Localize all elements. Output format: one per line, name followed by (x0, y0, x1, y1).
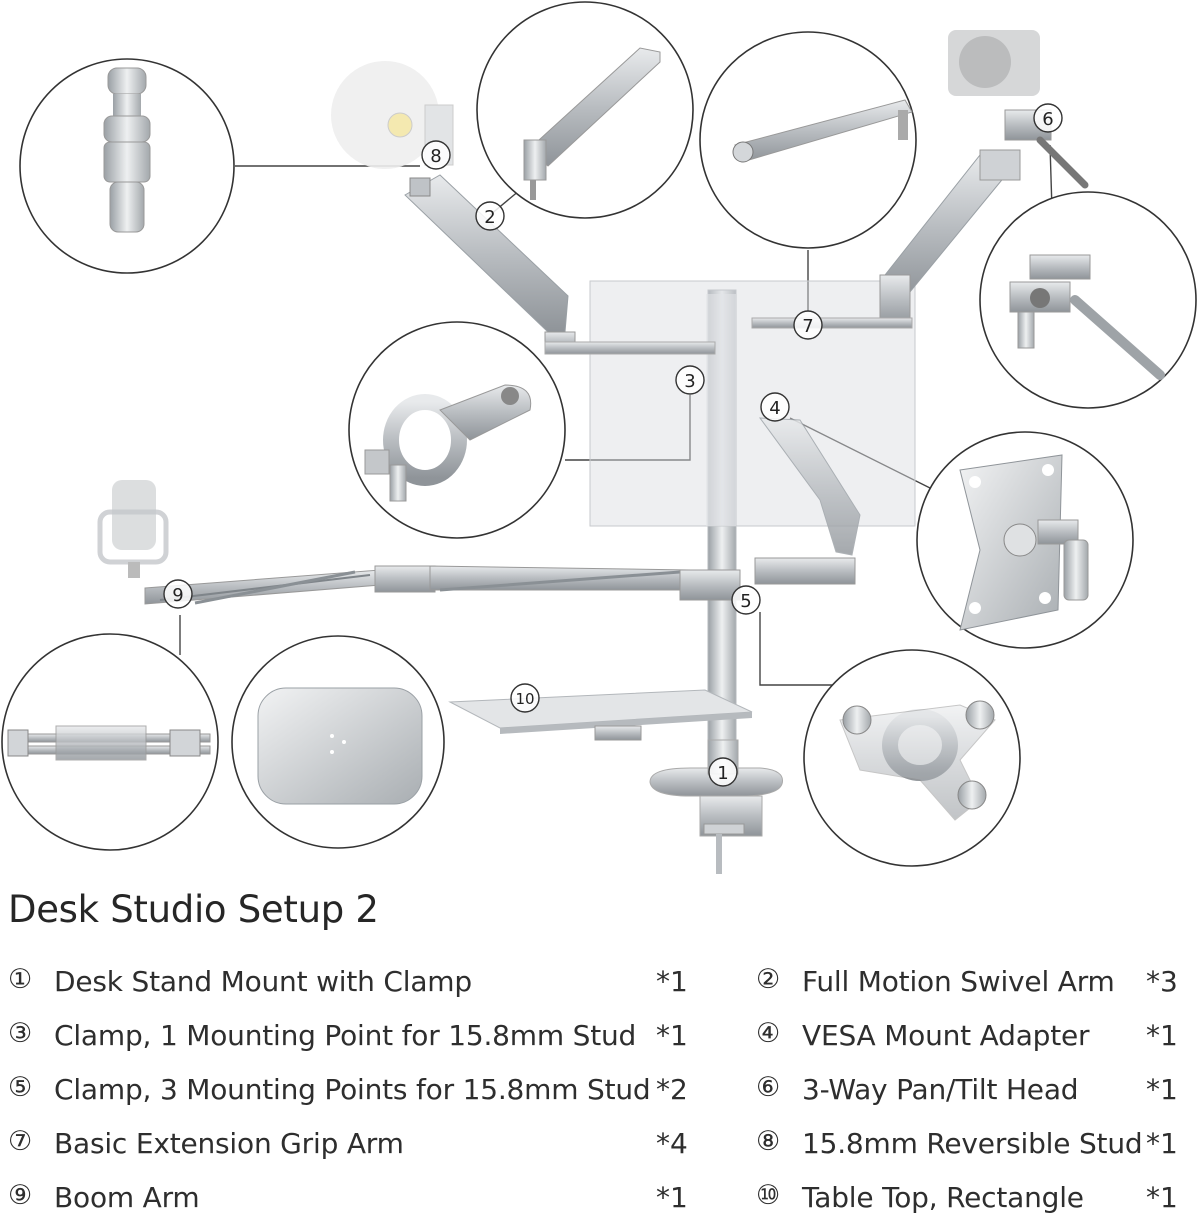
part-quantity: *1 (656, 965, 688, 998)
parts-list-item: ⑥ 3-Way Pan/Tilt Head *1 (756, 1070, 1186, 1110)
callout-2-label: 2 (484, 207, 495, 228)
callout-6: 6 (1033, 103, 1063, 133)
part-name: 15.8mm Reversible Stud (802, 1127, 1143, 1160)
part-name: Basic Extension Grip Arm (54, 1127, 404, 1160)
boom-arm (97, 480, 741, 605)
part-number: ④ (756, 1018, 781, 1049)
callout-9-label: 9 (172, 585, 183, 606)
part-quantity: *1 (1146, 1181, 1178, 1214)
parts-list-item: ③ Clamp, 1 Mounting Point for 15.8mm Stu… (8, 1016, 698, 1056)
parts-list-item: ⑦ Basic Extension Grip Arm *4 (8, 1124, 698, 1164)
part-name: VESA Mount Adapter (802, 1019, 1090, 1052)
part-quantity: *1 (1146, 1127, 1178, 1160)
part-name: Full Motion Swivel Arm (802, 965, 1115, 998)
callout-7: 7 (793, 310, 823, 340)
detail-circle-table-top (231, 635, 445, 849)
parts-list-item: ⑨ Boom Arm *1 (8, 1178, 698, 1218)
product-diagram: 1 2 3 4 5 6 7 8 9 10 (1, 1, 1197, 874)
callout-10-label: 10 (515, 690, 534, 708)
part-quantity: *1 (1146, 1019, 1178, 1052)
detail-circle-extension-arm (699, 31, 917, 249)
part-number: ③ (8, 1018, 33, 1049)
detail-circle-single-clamp (348, 321, 566, 539)
callout-markers: 1 2 3 4 5 6 7 8 9 10 (163, 103, 1063, 787)
callout-4-label: 4 (769, 398, 780, 419)
monitor-arm (754, 417, 861, 585)
callout-2: 2 (475, 201, 505, 231)
parts-list-item: ② Full Motion Swivel Arm *3 (756, 962, 1186, 1002)
part-name: Boom Arm (54, 1181, 200, 1214)
part-number: ⑩ (756, 1180, 781, 1211)
right-swivel-arm (751, 30, 1089, 329)
parts-list-item: ④ VESA Mount Adapter *1 (756, 1016, 1186, 1056)
part-quantity: *4 (656, 1127, 688, 1160)
part-number: ⑨ (8, 1180, 33, 1211)
part-number: ⑥ (756, 1072, 781, 1103)
parts-list-item: ① Desk Stand Mount with Clamp *1 (8, 962, 698, 1002)
parts-list-item: ⑤ Clamp, 3 Mounting Points for 15.8mm St… (8, 1070, 698, 1110)
part-name: Desk Stand Mount with Clamp (54, 965, 472, 998)
detail-circle-swivel-arm (476, 1, 694, 219)
parts-list-item: ⑩ Table Top, Rectangle *1 (756, 1178, 1186, 1218)
callout-10: 10 (510, 683, 540, 713)
callout-3: 3 (675, 365, 705, 395)
part-number: ⑦ (8, 1126, 33, 1157)
detail-circle-pan-tilt-head (979, 191, 1197, 409)
part-quantity: *2 (656, 1073, 688, 1106)
table-top-tray (448, 689, 753, 741)
part-quantity: *1 (656, 1181, 688, 1214)
callout-6-label: 6 (1042, 109, 1053, 130)
callout-9: 9 (163, 579, 193, 609)
detail-circle-triple-clamp (803, 649, 1021, 867)
callout-5: 5 (731, 585, 761, 615)
part-name: Clamp, 1 Mounting Point for 15.8mm Stud (54, 1019, 637, 1052)
detail-circle-reversible-stud (19, 58, 235, 274)
callout-1-label: 1 (717, 763, 728, 784)
detail-circle-vesa-adapter (916, 431, 1134, 649)
part-name: 3-Way Pan/Tilt Head (802, 1073, 1079, 1106)
part-quantity: *1 (1146, 1073, 1178, 1106)
part-number: ② (756, 964, 781, 995)
part-quantity: *1 (656, 1019, 688, 1052)
part-number: ① (8, 964, 33, 995)
page-title: Desk Studio Setup 2 (8, 888, 379, 931)
part-name: Table Top, Rectangle (802, 1181, 1084, 1214)
callout-4: 4 (760, 392, 790, 422)
callout-7-label: 7 (802, 316, 813, 337)
callout-1: 1 (708, 757, 738, 787)
part-name: Clamp, 3 Mounting Points for 15.8mm Stud (54, 1073, 651, 1106)
detail-circle-boom-arm (1, 633, 219, 851)
part-quantity: *3 (1146, 965, 1178, 998)
parts-list-item: ⑧ 15.8mm Reversible Stud *1 (756, 1124, 1186, 1164)
callout-8: 8 (421, 140, 451, 170)
part-number: ⑧ (756, 1126, 781, 1157)
callout-5-label: 5 (740, 591, 751, 612)
callout-8-label: 8 (430, 146, 441, 167)
part-number: ⑤ (8, 1072, 33, 1103)
left-swivel-arm (331, 61, 716, 355)
callout-3-label: 3 (684, 371, 695, 392)
